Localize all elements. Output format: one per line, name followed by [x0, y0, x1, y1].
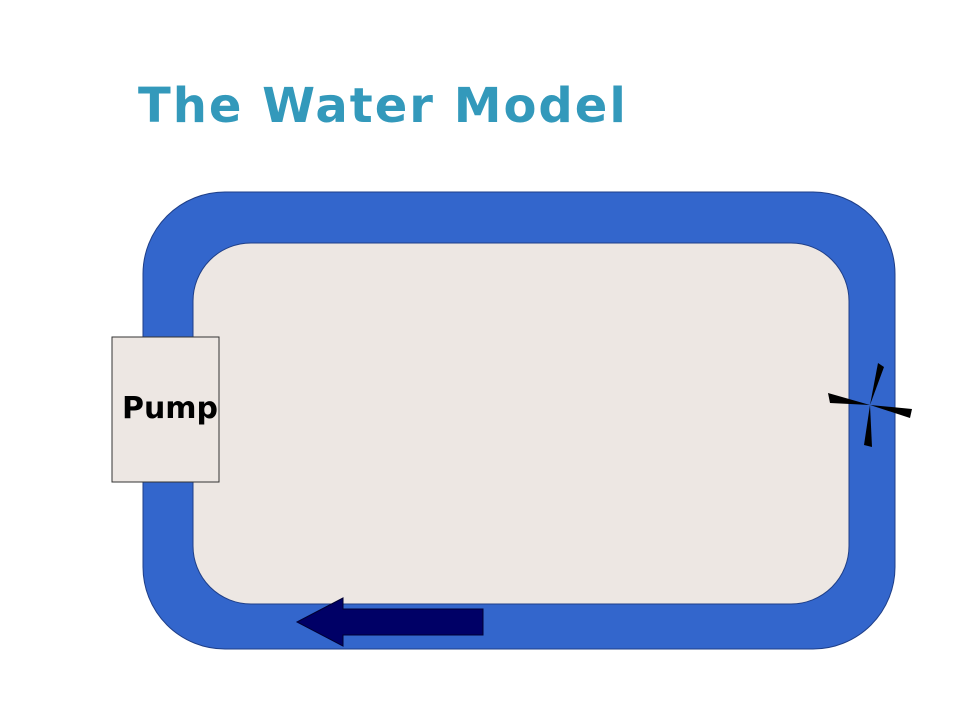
pump: Pump — [111, 336, 220, 483]
turbine-blade-down — [864, 405, 872, 447]
pump-box — [111, 336, 220, 483]
turbine-icon — [828, 363, 912, 447]
flow-arrow-left-icon — [295, 597, 484, 647]
turbine-blade-right — [870, 405, 912, 418]
slide-title: The Water Model — [138, 78, 628, 134]
turbine-blade-up — [870, 363, 884, 405]
turbine-blade-left — [828, 393, 870, 405]
pump-label: Pump — [122, 391, 218, 426]
loop-interior — [192, 242, 850, 605]
